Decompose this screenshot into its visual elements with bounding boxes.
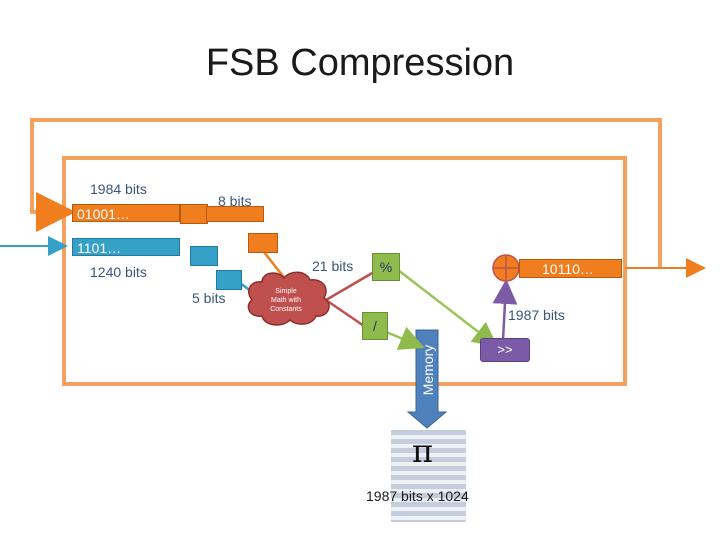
label-1984-bits: 1984 bits — [90, 181, 147, 197]
cloud-text-line: Math with — [271, 297, 301, 304]
memory-arrow — [406, 329, 448, 429]
orange-register-bits: 01001… — [77, 206, 130, 222]
label-5-bits: 5 bits — [192, 290, 226, 306]
label-1240-bits: 1240 bits — [90, 264, 147, 280]
blue-register-segment — [190, 246, 218, 266]
line-shift-to-xor — [492, 279, 518, 341]
orange-8bit-block — [248, 233, 278, 253]
blue-register-bits: 1101… — [77, 240, 122, 256]
line-cloud-to-modulo — [325, 270, 375, 302]
output-register-bits: 10110… — [542, 261, 594, 277]
feedback-loop-line — [30, 118, 662, 268]
orange-register-tail — [206, 206, 264, 222]
math-cloud — [247, 271, 330, 326]
orange-register: 01001… — [72, 204, 180, 222]
blue-register: 1101… — [72, 238, 180, 256]
divide-operator: / — [362, 312, 388, 340]
pi-table — [391, 430, 466, 522]
cloud-text-line: Simple — [275, 288, 297, 295]
shift-operator: >> — [480, 338, 530, 362]
blue-5bit-block — [216, 270, 242, 290]
pi-table-label: 1987 bits x 1024 — [366, 488, 469, 504]
line-cloud-to-divide — [325, 298, 365, 328]
memory-label: Memory — [420, 344, 436, 396]
compression-frame — [62, 156, 627, 386]
modulo-operator: % — [372, 253, 400, 281]
cloud-text-line: Constants — [270, 306, 302, 313]
label-21-bits: 21 bits — [312, 258, 354, 274]
cloud-text: Simple Math with Constants — [256, 287, 316, 314]
label-8-bits: 8 bits — [218, 193, 252, 209]
label-1987-bits: 1987 bits — [508, 307, 565, 323]
page-title: FSB Compression — [205, 42, 515, 84]
output-register: 10110… — [519, 259, 622, 278]
line-modulo-to-shift — [397, 269, 498, 348]
orange-register-segment — [180, 204, 208, 224]
pi-symbol: π — [412, 432, 434, 470]
